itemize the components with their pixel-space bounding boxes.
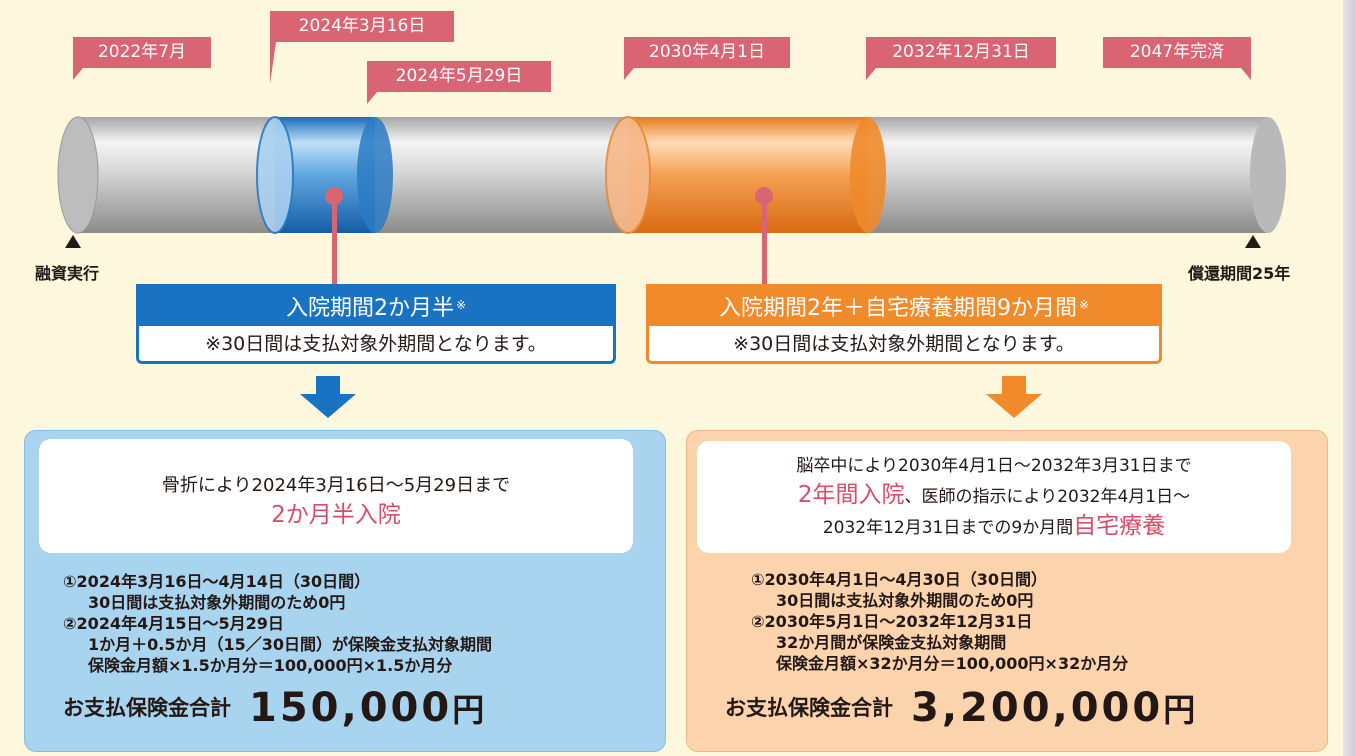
case-a-desc-emphasis: 2か月半入院	[271, 502, 401, 528]
date-tag-orange-end: 2032年12月31日	[866, 37, 1056, 68]
blue-segment-end	[357, 117, 393, 233]
tube-end-cap	[1250, 117, 1286, 233]
case-a-total-amount: 150,000	[249, 685, 453, 731]
case-b-desc-line1: 脳卒中により2030年4月1日〜2032年3月31日まで	[796, 456, 1192, 476]
case-a-step: 保険金月額×1.5か月分＝100,000円×1.5か月分	[88, 656, 453, 675]
case-b-step: 保険金月額×32か月分＝100,000円×32か月分	[776, 654, 1129, 673]
case-b-desc-emphasis1: 2年間入院	[797, 482, 905, 508]
case-b-desc-emphasis2: 自宅療養	[1073, 513, 1166, 539]
end-triangle-icon	[1245, 235, 1261, 248]
start-triangle-icon	[65, 235, 81, 248]
date-tag-blue-end: 2024年5月29日	[367, 61, 551, 92]
case-b-total-label: お支払保険金合計	[725, 696, 893, 720]
case-b-step: ①2030年4月1日〜4月30日（30日間）	[751, 570, 1048, 589]
case-a-arrow-shaft	[316, 376, 340, 394]
case-b-mark: ※	[1078, 298, 1090, 312]
case-b-desc-line2-text: 、医師の指示により2032年4月1日〜	[904, 487, 1191, 507]
orange-segment	[628, 117, 868, 233]
start-label: 融資実行	[35, 264, 100, 283]
case-a-step: 30日間は支払対象外期間のため0円	[88, 593, 346, 612]
case-b-desc-line3-text: 2032年12月31日までの9か月間	[822, 518, 1074, 538]
case-a-panel: 骨折により2024年3月16日〜5月29日まで 2か月半入院 ①2024年3月1…	[24, 430, 666, 752]
case-a-note: ※30日間は支払対象外期間となります。	[136, 326, 616, 364]
case-b-total-unit: 円	[1163, 691, 1196, 729]
case-a-total-label: お支払保険金合計	[63, 696, 231, 720]
blue-marker-dot	[325, 187, 343, 205]
case-b-steps: ①2030年4月1日〜4月30日（30日間） 30日間は支払対象外期間のため0円…	[751, 569, 1128, 674]
case-b-note: ※30日間は支払対象外期間となります。	[646, 326, 1162, 364]
case-a-steps: ①2024年3月16日〜4月14日（30日間） 30日間は支払対象外期間のため0…	[63, 571, 492, 676]
case-a-step: ①2024年3月16日〜4月14日（30日間）	[63, 572, 371, 591]
case-a-step: ②2024年4月15日〜5月29日	[63, 614, 284, 633]
date-tag-orange-start-pointer	[624, 68, 634, 80]
page-edge	[1343, 0, 1355, 756]
blue-segment-start	[256, 116, 294, 234]
case-b-desc-line3: 2032年12月31日までの9か月間自宅療養	[697, 513, 1291, 541]
date-tag-repaid: 2047年完済	[1103, 37, 1251, 68]
date-tag-orange-end-pointer	[866, 68, 876, 80]
case-a-total-unit: 円	[452, 691, 485, 729]
orange-segment-start	[605, 116, 651, 234]
case-a-total: お支払保険金合計 150,000円	[63, 685, 484, 731]
case-b-title: 入院期間2年＋自宅療養期間9か月間※	[646, 284, 1162, 326]
date-tag-start: 2022年7月	[73, 37, 211, 68]
date-tag-blue-start: 2024年3月16日	[270, 11, 454, 42]
case-b-total: お支払保険金合計 3,200,000円	[725, 685, 1195, 731]
orange-stem	[762, 205, 767, 285]
blue-stem	[332, 205, 337, 285]
case-a-arrow-icon	[300, 394, 356, 418]
date-tag-blue-start-pointer	[270, 42, 276, 84]
case-a-title: 入院期間2か月半※	[136, 284, 616, 326]
case-b-desc-line2: 2年間入院、医師の指示により2032年4月1日〜	[697, 479, 1291, 513]
date-tag-start-pointer	[73, 68, 83, 80]
date-tag-orange-start: 2030年4月1日	[624, 37, 790, 68]
orange-marker-dot	[755, 187, 773, 205]
timeline-tube	[57, 116, 1286, 234]
case-b-arrow-icon	[986, 394, 1042, 418]
case-b-description: 脳卒中により2030年4月1日〜2032年3月31日まで 2年間入院、医師の指示…	[697, 441, 1291, 553]
case-b-total-amount: 3,200,000	[911, 685, 1164, 731]
date-tag-blue-end-pointer	[367, 92, 377, 104]
case-a-desc-line1: 骨折により2024年3月16日〜5月29日まで	[161, 475, 511, 496]
case-b-arrow-shaft	[1002, 376, 1026, 394]
end-label: 償還期間25年	[1188, 264, 1291, 283]
orange-segment-end	[850, 117, 886, 233]
tube-start-cap	[57, 116, 99, 234]
case-a-step: 1か月＋0.5か月（15／30日間）が保険金支払対象期間	[88, 635, 493, 654]
case-b-step: 32か月間が保険金支払対象期間	[776, 633, 1007, 652]
date-tag-repaid-pointer	[1241, 68, 1251, 80]
case-b-step: ②2030年5月1日〜2032年12月31日	[751, 612, 1033, 631]
case-a-description: 骨折により2024年3月16日〜5月29日まで 2か月半入院	[39, 439, 633, 553]
case-b-panel: 脳卒中により2030年4月1日〜2032年3月31日まで 2年間入院、医師の指示…	[686, 430, 1328, 752]
case-b-step: 30日間は支払対象外期間のため0円	[776, 591, 1034, 610]
case-a-mark: ※	[455, 298, 467, 312]
